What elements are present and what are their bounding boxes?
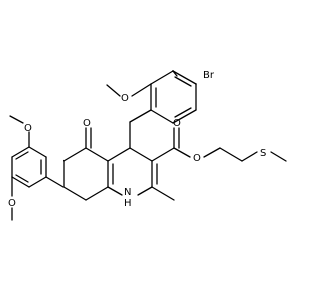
atom-br: Br xyxy=(203,70,215,81)
bromomethoxyphenyl-ring xyxy=(150,70,197,124)
atom-o-dimethoxy-1: O xyxy=(24,123,32,134)
br-single-bond xyxy=(172,70,178,77)
structure-canvas: Br O O O O S N H O O xyxy=(0,67,287,225)
aryl-o-bond xyxy=(131,83,152,97)
atom-n: N xyxy=(124,187,131,198)
molecule-drawing xyxy=(19,70,287,201)
molecule-drawing-overlay: Br O O O O S N H O O xyxy=(0,67,267,225)
atom-o-ester: O xyxy=(193,153,201,164)
atom-o-ester-carbonyl: O xyxy=(173,118,181,129)
ester-o-bond xyxy=(173,147,191,158)
core-rings xyxy=(63,109,158,201)
atom-o-methoxy-top: O xyxy=(121,93,129,104)
c3-carbonyl-bond xyxy=(151,147,175,162)
atom-nh-h: H xyxy=(124,198,132,209)
dimethoxyphenyl-ring-overlay xyxy=(0,115,65,225)
atom-s: S xyxy=(260,148,266,159)
o-ch2-bond xyxy=(203,147,221,158)
atom-o-dimethoxy-2: O xyxy=(8,198,16,209)
o-ch3-bond xyxy=(106,84,121,97)
ch2-s-bond xyxy=(241,151,258,162)
s-ch2-bond xyxy=(270,151,287,162)
methyl-bond xyxy=(151,186,175,201)
ch2-ch2-bond xyxy=(219,147,243,162)
atom-o-ketone: O xyxy=(83,118,91,129)
atom-labels: Br O O O O S N H O O xyxy=(8,67,266,209)
